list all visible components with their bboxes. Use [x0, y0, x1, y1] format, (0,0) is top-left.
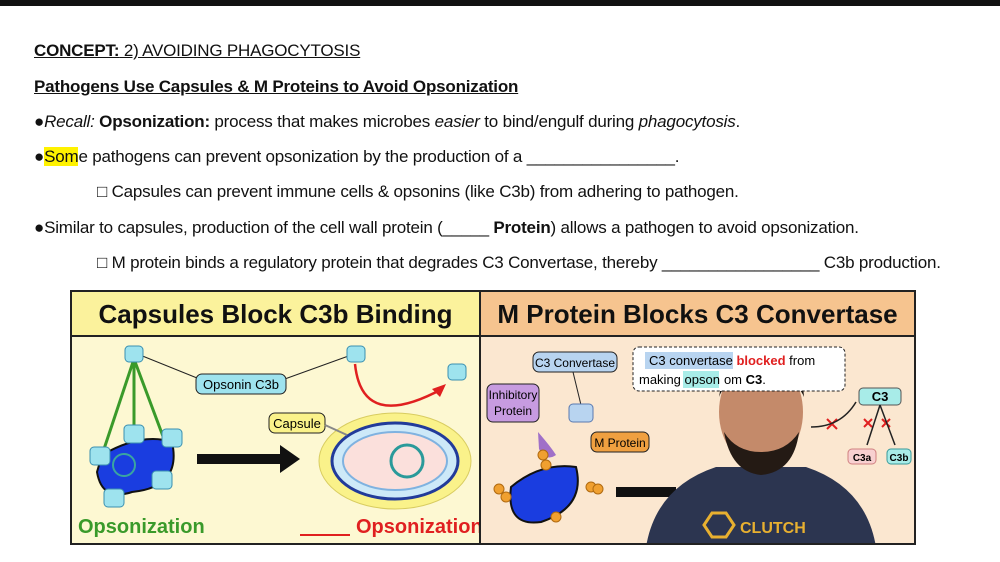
black-arrow	[197, 445, 300, 473]
opsonin-label-box	[195, 373, 287, 395]
opsonization-caption: Opsonization	[78, 516, 205, 538]
c3-convertase	[568, 403, 594, 423]
clutch-logo-icon	[702, 511, 736, 539]
inhibitory-label-2: Protein	[494, 404, 532, 418]
c3b-opsonin-deflected	[447, 363, 467, 381]
subtitle: Pathogens Use Capsules & M Proteins to A…	[34, 77, 519, 96]
pointer-line	[139, 354, 203, 381]
c3b-label: C3b	[890, 453, 909, 464]
opsonin-label: Opsonin C3b	[203, 377, 279, 392]
pointer-line	[324, 424, 348, 436]
red-deflect-arrow	[353, 363, 443, 407]
concept-label: CONCEPT:	[34, 41, 120, 60]
pointer-line	[572, 371, 582, 406]
capsule-panel: Capsules Block C3b Binding Opsonin C3b C…	[72, 292, 481, 543]
concept-title: 2) AVOIDING PHAGOCYTOSIS	[119, 41, 361, 60]
m-protein-label: M Protein	[594, 436, 645, 450]
m-protein-label-box	[590, 431, 650, 453]
presenter-beard	[724, 432, 799, 475]
top-bar	[0, 0, 1000, 6]
note-highlight-c3-convertase	[645, 352, 733, 369]
concept-heading: CONCEPT: 2) AVOIDING PHAGOCYTOSIS	[34, 41, 360, 61]
cleavage-arrows	[810, 401, 896, 446]
bacterium	[509, 465, 579, 524]
bullet-m-protein: ●Similar to capsules, production of the …	[34, 218, 859, 237]
capsule-panel-title: Capsules Block C3b Binding	[72, 292, 479, 337]
pointer-line	[281, 353, 355, 381]
cytoplasm	[342, 431, 448, 491]
inhibitory-label-1: Inhibitory	[489, 388, 538, 402]
c3b-opsonin	[124, 345, 144, 363]
bullet-recall: ●Recall: Opsonization: process that make…	[34, 112, 741, 131]
note-line-1: C3 convertase blocked from	[649, 353, 815, 368]
inhibitory-protein-label-box	[486, 383, 540, 423]
black-arrow	[616, 487, 676, 497]
note-highlight-opson	[683, 371, 719, 388]
c3a-label: C3a	[853, 453, 872, 464]
c3-label: C3	[872, 389, 889, 404]
bound-opsonins	[89, 424, 183, 508]
m-protein-panel-title: M Protein Blocks C3 Convertase	[481, 292, 914, 337]
nucleoid	[112, 453, 136, 477]
m-protein-chains	[493, 449, 604, 523]
capsule-illustration: Opsonin C3b Capsule Opsonization Opsoniz…	[78, 345, 481, 538]
capsule-label-box	[268, 412, 326, 434]
c3-convertase-label: C3 Convertase	[535, 356, 615, 370]
nucleoid	[389, 443, 425, 479]
capsule-label: Capsule	[273, 416, 321, 431]
m-protein-panel: M Protein Blocks C3 Convertase C3 Conver…	[481, 292, 914, 543]
diagram: Capsules Block C3b Binding Opsonin C3b C…	[70, 290, 916, 545]
sub-bullet-capsules: □ Capsules can prevent immune cells & op…	[97, 182, 739, 201]
sub-bullet-m-protein: □ M protein binds a regulatory protein t…	[97, 253, 941, 272]
c3-convertase-label-box	[532, 351, 618, 373]
bullet-some-pathogens: ●Some pathogens can prevent opsonization…	[34, 147, 680, 166]
c3a-box	[847, 448, 877, 465]
c3b-opsonin	[346, 345, 366, 363]
c3b-box	[886, 448, 912, 465]
red-arrowhead	[432, 384, 446, 397]
m-protein-illustration: C3 Convertase Inhibitory Protein M Prote…	[486, 351, 912, 524]
clutch-logo-text: CLUTCH	[740, 520, 806, 537]
blocked-opsonization-caption: Opsonization	[356, 516, 481, 538]
